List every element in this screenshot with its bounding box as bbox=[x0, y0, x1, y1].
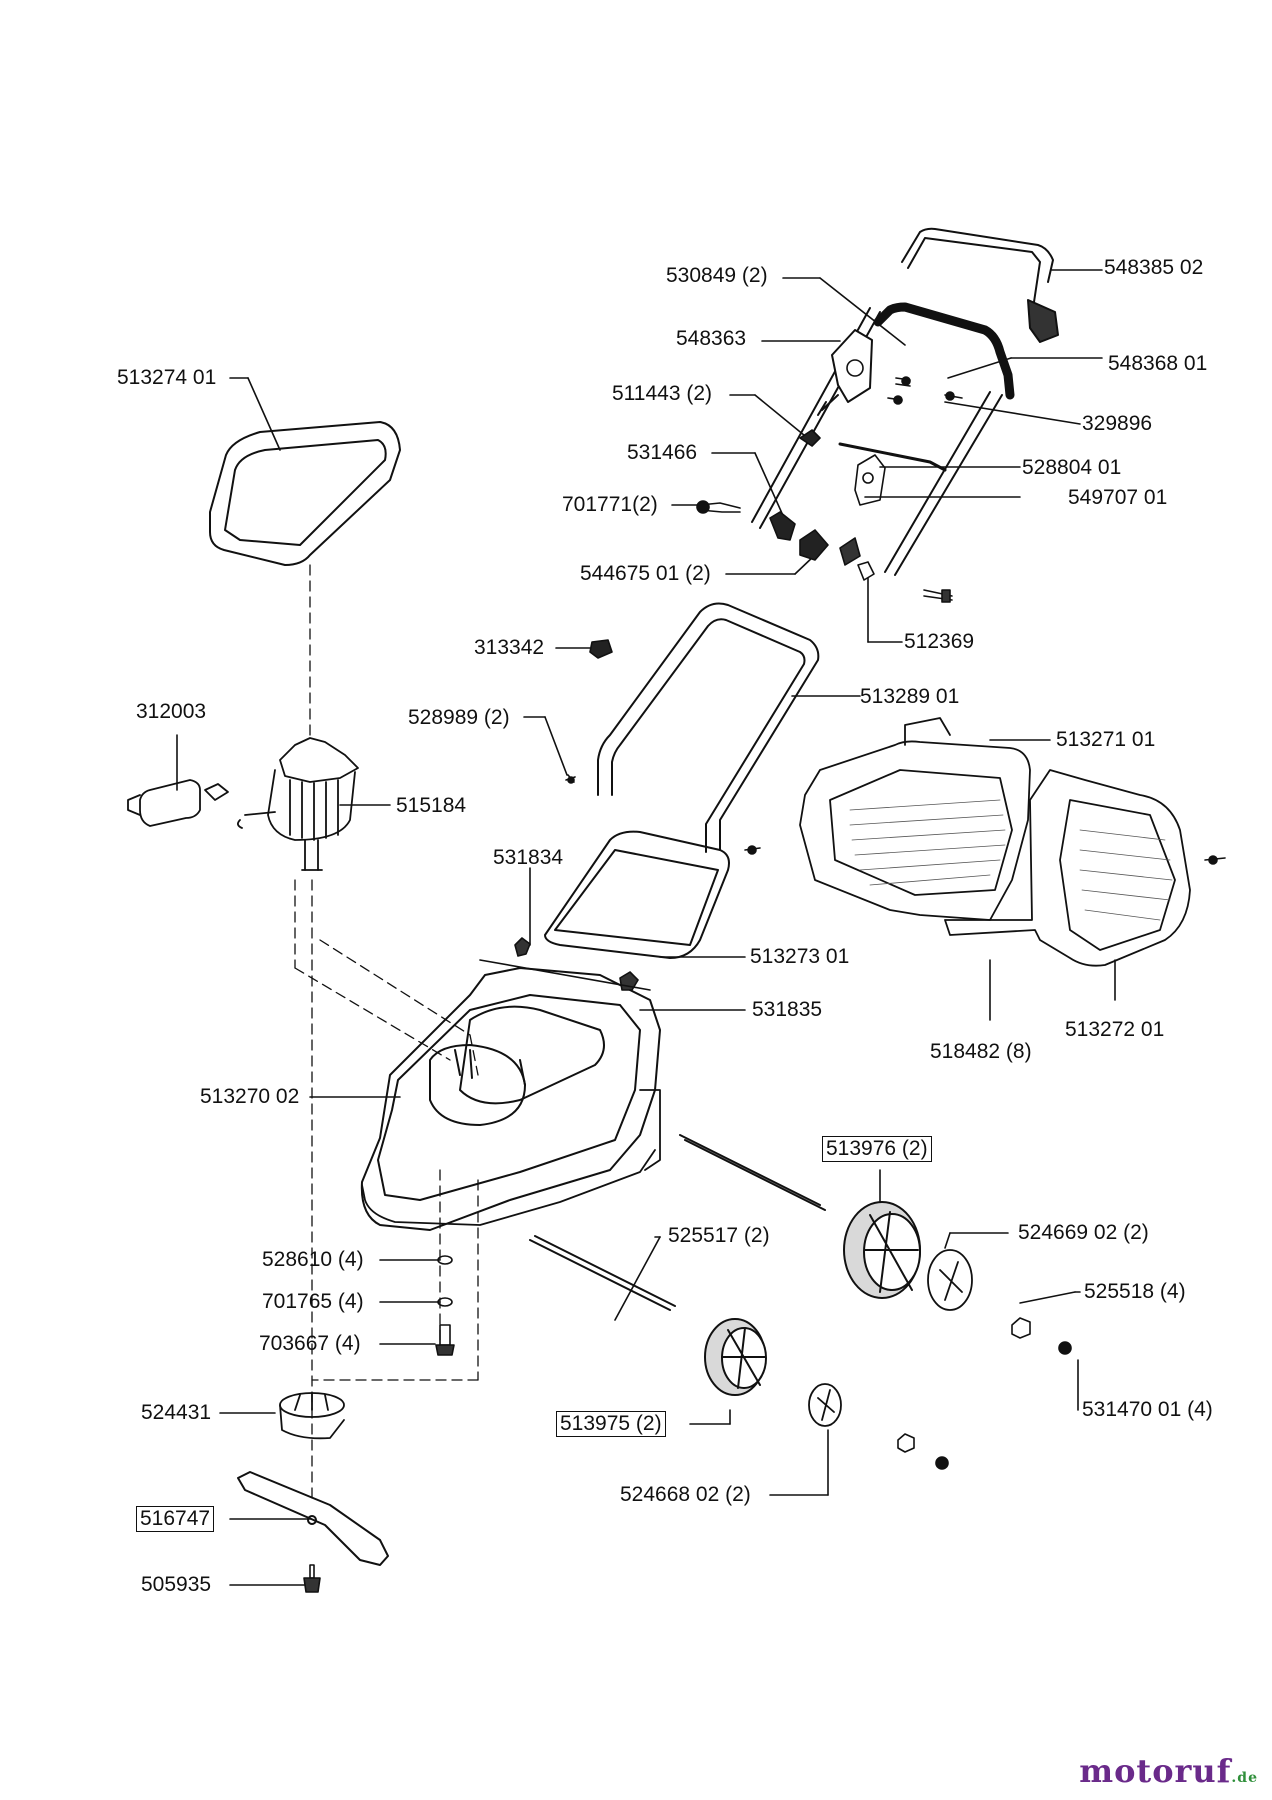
grass-bag-lid-513273 bbox=[544, 830, 730, 959]
hubcap-524669 bbox=[927, 1249, 973, 1311]
watermark-main: motoruf bbox=[1079, 1752, 1232, 1790]
lower-handle-513289 bbox=[597, 602, 820, 853]
label-525518: 525518 (4) bbox=[1084, 1280, 1186, 1303]
grid-pattern bbox=[849, 799, 1173, 921]
capacitor-312003 bbox=[127, 779, 229, 827]
label-548363: 548363 bbox=[676, 327, 747, 350]
blade-516747 bbox=[237, 1471, 389, 1566]
label-513273-01: 513273 01 bbox=[750, 945, 850, 968]
label-513274-01: 513274 01 bbox=[117, 366, 217, 389]
lever-548363 bbox=[817, 329, 873, 416]
label-549707-01: 549707 01 bbox=[1068, 486, 1168, 509]
axle-lower bbox=[529, 1235, 676, 1311]
label-513289-01: 513289 01 bbox=[860, 685, 960, 708]
grass-box-body-513271 bbox=[799, 717, 1031, 921]
motoruf-watermark-logo: motoruf.de bbox=[1079, 1752, 1258, 1790]
blade-adapter-524431 bbox=[279, 1392, 345, 1440]
label-548385-02: 548385 02 bbox=[1104, 256, 1204, 279]
label-548368-01: 548368 01 bbox=[1108, 352, 1208, 375]
washers-screws bbox=[435, 1255, 455, 1356]
nuts-and-caps bbox=[897, 1317, 1072, 1470]
grass-box-lid-513274 bbox=[209, 421, 401, 566]
label-531470-01: 531470 01 (4) bbox=[1082, 1398, 1213, 1421]
upper-handle-548385 bbox=[901, 227, 1059, 343]
watermark-tld: .de bbox=[1231, 1770, 1258, 1786]
label-312003: 312003 bbox=[136, 700, 207, 723]
wheel-513976 bbox=[843, 1201, 921, 1299]
label-703667: 703667 (4) bbox=[259, 1332, 361, 1355]
label-505935: 505935 bbox=[141, 1573, 212, 1596]
label-524668-02: 524668 02 (2) bbox=[620, 1483, 751, 1506]
label-531835: 531835 bbox=[752, 998, 823, 1021]
label-515184: 515184 bbox=[396, 794, 467, 817]
deck-rim bbox=[361, 1089, 661, 1226]
blade-bolt-505935 bbox=[303, 1564, 321, 1593]
label-701771: 701771(2) bbox=[562, 493, 658, 516]
wheel-513975 bbox=[704, 1318, 767, 1396]
label-524669-02: 524669 02 (2) bbox=[1018, 1221, 1149, 1244]
label-518482: 518482 (8) bbox=[930, 1040, 1032, 1063]
label-513271-01: 513271 01 bbox=[1056, 728, 1156, 751]
label-531466: 531466 bbox=[627, 441, 698, 464]
label-329896: 329896 bbox=[1082, 412, 1153, 435]
label-512369: 512369 bbox=[904, 630, 975, 653]
label-528989: 528989 (2) bbox=[408, 706, 510, 729]
label-513270-02: 513270 02 bbox=[200, 1085, 300, 1108]
label-544675-01: 544675 01 (2) bbox=[580, 562, 711, 585]
label-701765: 701765 (4) bbox=[262, 1290, 364, 1313]
label-528804-01: 528804 01 bbox=[1022, 456, 1122, 479]
label-530849: 530849 (2) bbox=[666, 264, 768, 287]
label-513975: 513975 (2) bbox=[556, 1411, 666, 1437]
hubcap-524668 bbox=[808, 1383, 842, 1427]
deck-513270 bbox=[360, 967, 661, 1231]
label-516747: 516747 bbox=[136, 1506, 215, 1532]
motor-515184 bbox=[237, 737, 359, 871]
label-511443: 511443 (2) bbox=[612, 382, 713, 405]
label-525517: 525517 (2) bbox=[668, 1224, 770, 1247]
leader-lines bbox=[176, 269, 1116, 1586]
label-513272-01: 513272 01 bbox=[1065, 1018, 1165, 1041]
screws-upper bbox=[565, 376, 1226, 865]
grass-box-body-513272 bbox=[944, 769, 1191, 967]
label-528610: 528610 (4) bbox=[262, 1248, 364, 1271]
label-531834: 531834 bbox=[493, 846, 564, 869]
deck-hinges bbox=[479, 937, 651, 991]
label-313342: 313342 bbox=[474, 636, 545, 659]
label-513976: 513976 (2) bbox=[822, 1136, 932, 1162]
axle-upper bbox=[679, 1134, 826, 1211]
label-524431: 524431 bbox=[141, 1401, 212, 1424]
